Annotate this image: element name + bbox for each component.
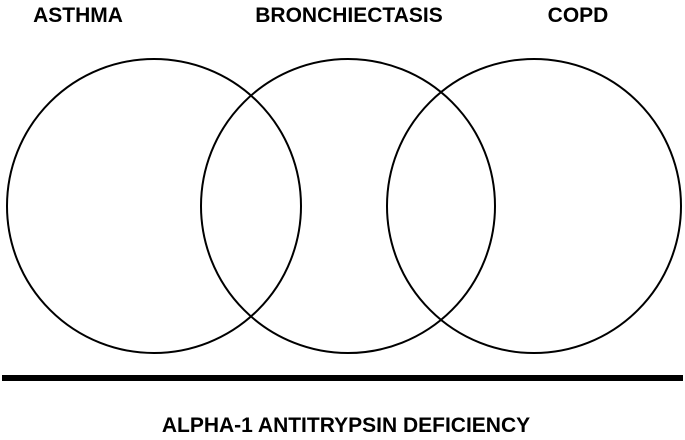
copd-circle [386, 58, 682, 354]
copd-label: COPD [548, 4, 609, 27]
alpha1-antitrypsin-deficiency-label: ALPHA-1 ANTITRYPSIN DEFICIENCY [162, 414, 530, 437]
bronchiectasis-circle [200, 58, 496, 354]
foundation-bar [2, 375, 683, 381]
asthma-circle [6, 58, 302, 354]
bronchiectasis-label: BRONCHIECTASIS [255, 4, 442, 27]
asthma-label: ASTHMA [33, 4, 123, 27]
